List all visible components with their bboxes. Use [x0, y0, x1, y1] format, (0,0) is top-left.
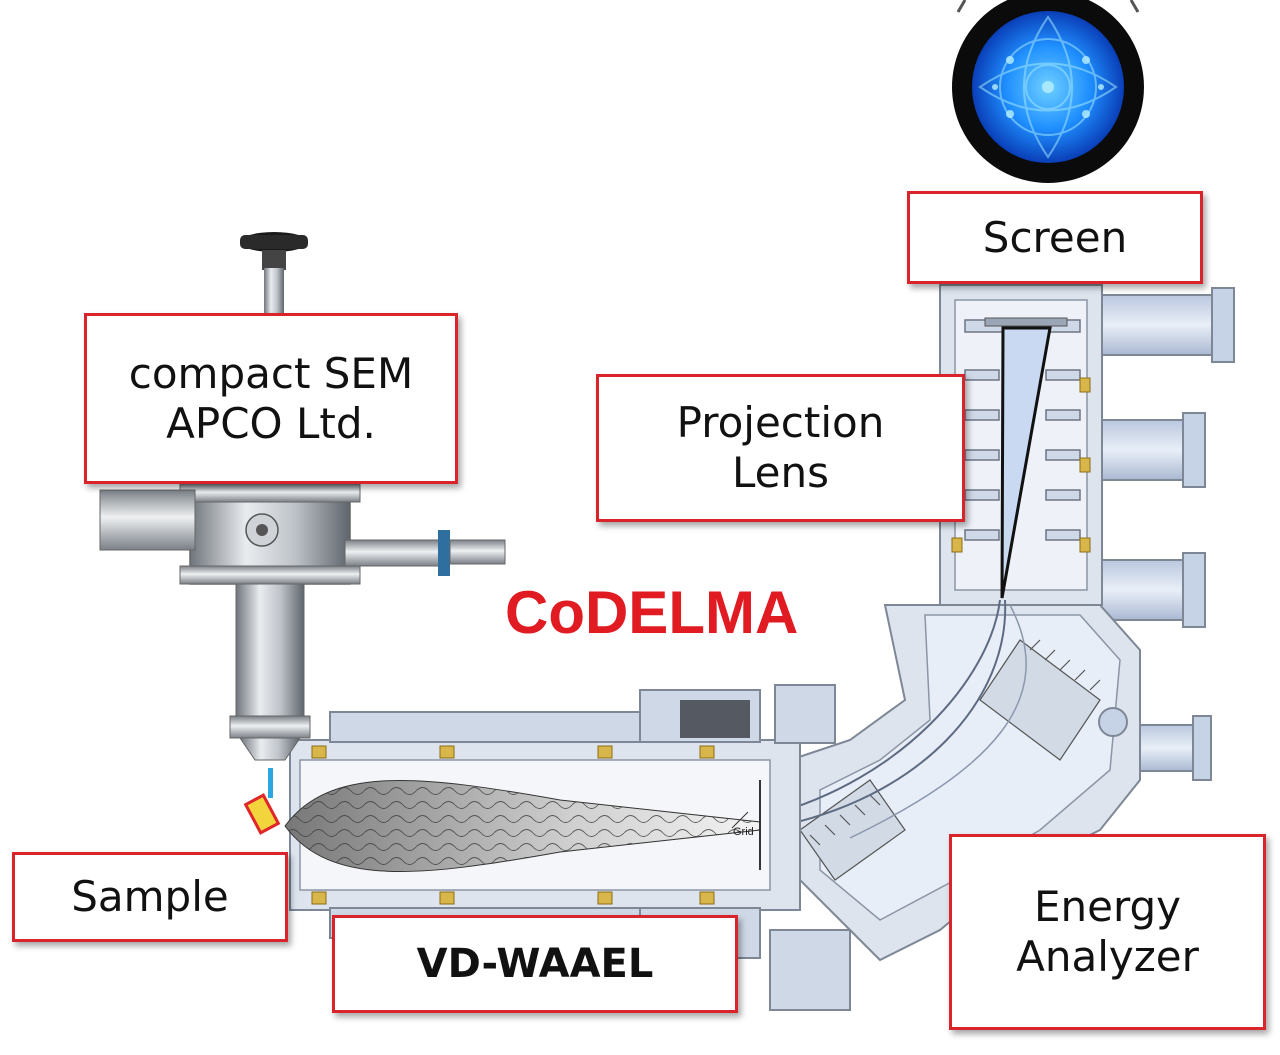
vd-waael-label: VD-WAAEL — [332, 915, 738, 1013]
compact-sem-label-line2: APCO Ltd. — [166, 398, 376, 448]
screen-label-text: Screen — [982, 212, 1128, 262]
compact-sem-photo — [99, 232, 506, 761]
sample-holder — [243, 768, 281, 835]
projection-lens-label-line2: Lens — [731, 448, 829, 497]
codelma-title: CoDELMA — [505, 579, 799, 646]
side-ports — [1099, 287, 1235, 781]
vd-waael-chamber — [284, 684, 851, 1011]
vd-waael-label-text: VD-WAAEL — [416, 941, 654, 987]
energy-analyzer-label-line2: Analyzer — [1016, 932, 1199, 981]
grid-label: Grid — [733, 826, 754, 838]
projection-beam — [1000, 326, 1052, 599]
energy-analyzer — [769, 599, 1141, 962]
sample-label: Sample — [12, 852, 288, 942]
sample-label-text: Sample — [71, 872, 229, 921]
projection-column — [939, 284, 1235, 781]
compact-sem-label: compact SEM APCO Ltd. — [84, 313, 458, 484]
energy-analyzer-label: Energy Analyzer — [949, 834, 1266, 1030]
detector-screen-image — [952, 0, 1144, 183]
energy-analyzer-label-line1: Energy — [1033, 882, 1182, 931]
projection-lens-label: Projection Lens — [596, 374, 965, 522]
compact-sem-label-line1: compact SEM — [128, 348, 414, 398]
screen-label: Screen — [907, 191, 1203, 284]
projection-lens-label-line1: Projection — [676, 398, 885, 447]
